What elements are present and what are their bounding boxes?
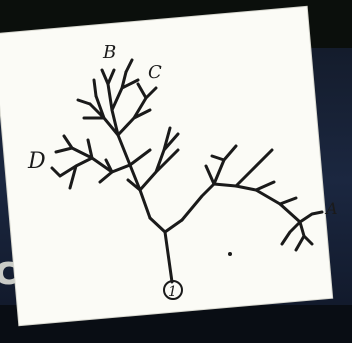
root-node xyxy=(163,280,183,300)
ink-dot xyxy=(228,252,232,256)
label-root: 1 xyxy=(168,284,177,300)
label-b: B xyxy=(102,42,116,63)
tree-trunk xyxy=(163,230,174,284)
tree-main-fork xyxy=(148,216,184,234)
label-a: A xyxy=(324,199,338,218)
label-c: C xyxy=(148,62,162,83)
tree-left-branch xyxy=(116,133,152,220)
tree-d-cluster xyxy=(50,134,114,190)
label-d: D xyxy=(27,149,46,174)
